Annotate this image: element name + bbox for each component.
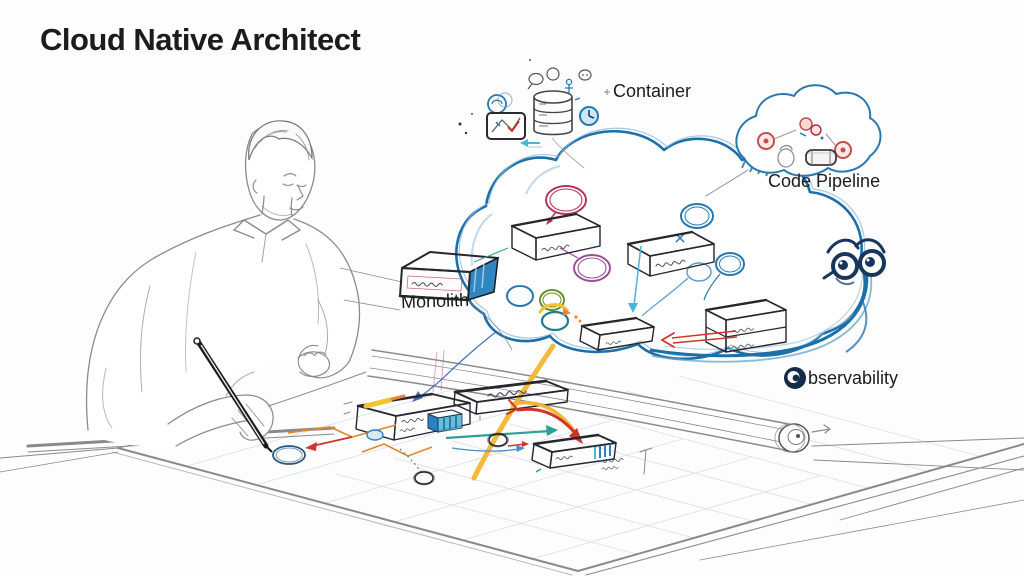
- sketch-ellipse: [414, 471, 434, 485]
- pipeline-cloud-icon: [705, 84, 882, 197]
- paper-roll: [367, 349, 831, 453]
- sketch-ellipse: [488, 433, 508, 447]
- top-icon-cluster: [458, 59, 610, 169]
- observability-icon: [783, 366, 807, 390]
- swirl-icon: [487, 92, 513, 114]
- architect-hand-pen: [193, 337, 274, 453]
- database-icon: [533, 90, 581, 136]
- service-box-b: [626, 230, 715, 277]
- annotation-scribble: [599, 447, 653, 475]
- service-box-c: [579, 245, 655, 351]
- artifact-cylinder-icon: [805, 149, 837, 166]
- drawn-circle: [272, 445, 306, 465]
- code-pipeline-label: Code Pipeline: [768, 171, 881, 191]
- chat-bubble-icon: [527, 67, 592, 90]
- pipeline-node: [757, 117, 852, 159]
- blueprint-box-1: [343, 392, 471, 441]
- container-label: Container: [613, 81, 692, 101]
- blueprint-sketch: [287, 301, 653, 486]
- worker-figure-icon: [777, 144, 795, 168]
- monolith-label: Monolith: [400, 289, 470, 313]
- glasses-icon: [822, 238, 886, 286]
- person-figure-icon: [565, 78, 573, 93]
- monolith-box: [339, 247, 513, 351]
- cyan-arrow-icon: [520, 139, 542, 148]
- observability-label-text: bservability: [808, 367, 899, 388]
- service-box-d: [661, 298, 787, 353]
- blueprint-box-3: [506, 399, 617, 473]
- architect-person-sketch: [84, 120, 361, 465]
- observability-label: bservability: [783, 366, 898, 390]
- architect-head: [244, 120, 316, 221]
- service-box-a: [510, 212, 601, 261]
- blue-circles: [641, 203, 745, 317]
- page-title: Cloud Native Architect: [40, 22, 361, 57]
- small-circle-trio: [506, 285, 582, 332]
- clock-icon: [579, 106, 599, 126]
- container-box-icon: [486, 112, 526, 140]
- blue-ellipse: [366, 429, 384, 441]
- cloud-swoosh: [649, 257, 873, 363]
- crimson-circle: [545, 185, 587, 225]
- blueprint-grid: [186, 375, 980, 560]
- cloud-diagram: [339, 127, 886, 363]
- main-cloud-outline: [455, 127, 869, 361]
